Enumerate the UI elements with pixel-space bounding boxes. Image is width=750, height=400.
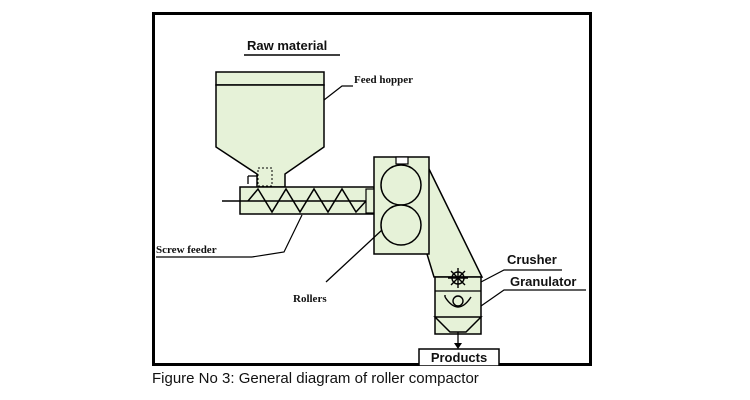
feed-hopper-label: Feed hopper (354, 74, 413, 86)
screw-flight (247, 187, 367, 214)
screw-feeder-leader (251, 214, 303, 258)
products-box (418, 348, 500, 366)
figure-caption: Figure No 3: General diagram of roller c… (152, 370, 479, 387)
feed-hopper-rim (215, 71, 325, 86)
rollers-leader (325, 229, 383, 283)
granulator-leader (480, 289, 586, 307)
raw-material-label: Raw material (247, 38, 327, 53)
crusher-label: Crusher (507, 252, 557, 267)
housing-top-port (395, 156, 409, 165)
feed-hopper-leader (323, 85, 353, 101)
product-arrow-head (454, 343, 462, 349)
products-label: Products (431, 350, 487, 365)
lower-roller (380, 204, 422, 246)
rollers-label: Rollers (293, 293, 327, 305)
granulator-rotor (444, 295, 472, 308)
outlet-cone (433, 316, 483, 333)
granulator-label: Granulator (510, 274, 576, 289)
crusher-leader (480, 269, 562, 283)
screw-feeder-label: Screw feeder (156, 244, 217, 256)
discharge-chute (426, 168, 484, 278)
crusher-rotor (448, 268, 468, 288)
roller-compactor-diagram: Raw material Feed hopper Screw feeder Ro… (156, 38, 586, 366)
feed-hopper (215, 84, 325, 188)
upper-roller (380, 164, 422, 206)
